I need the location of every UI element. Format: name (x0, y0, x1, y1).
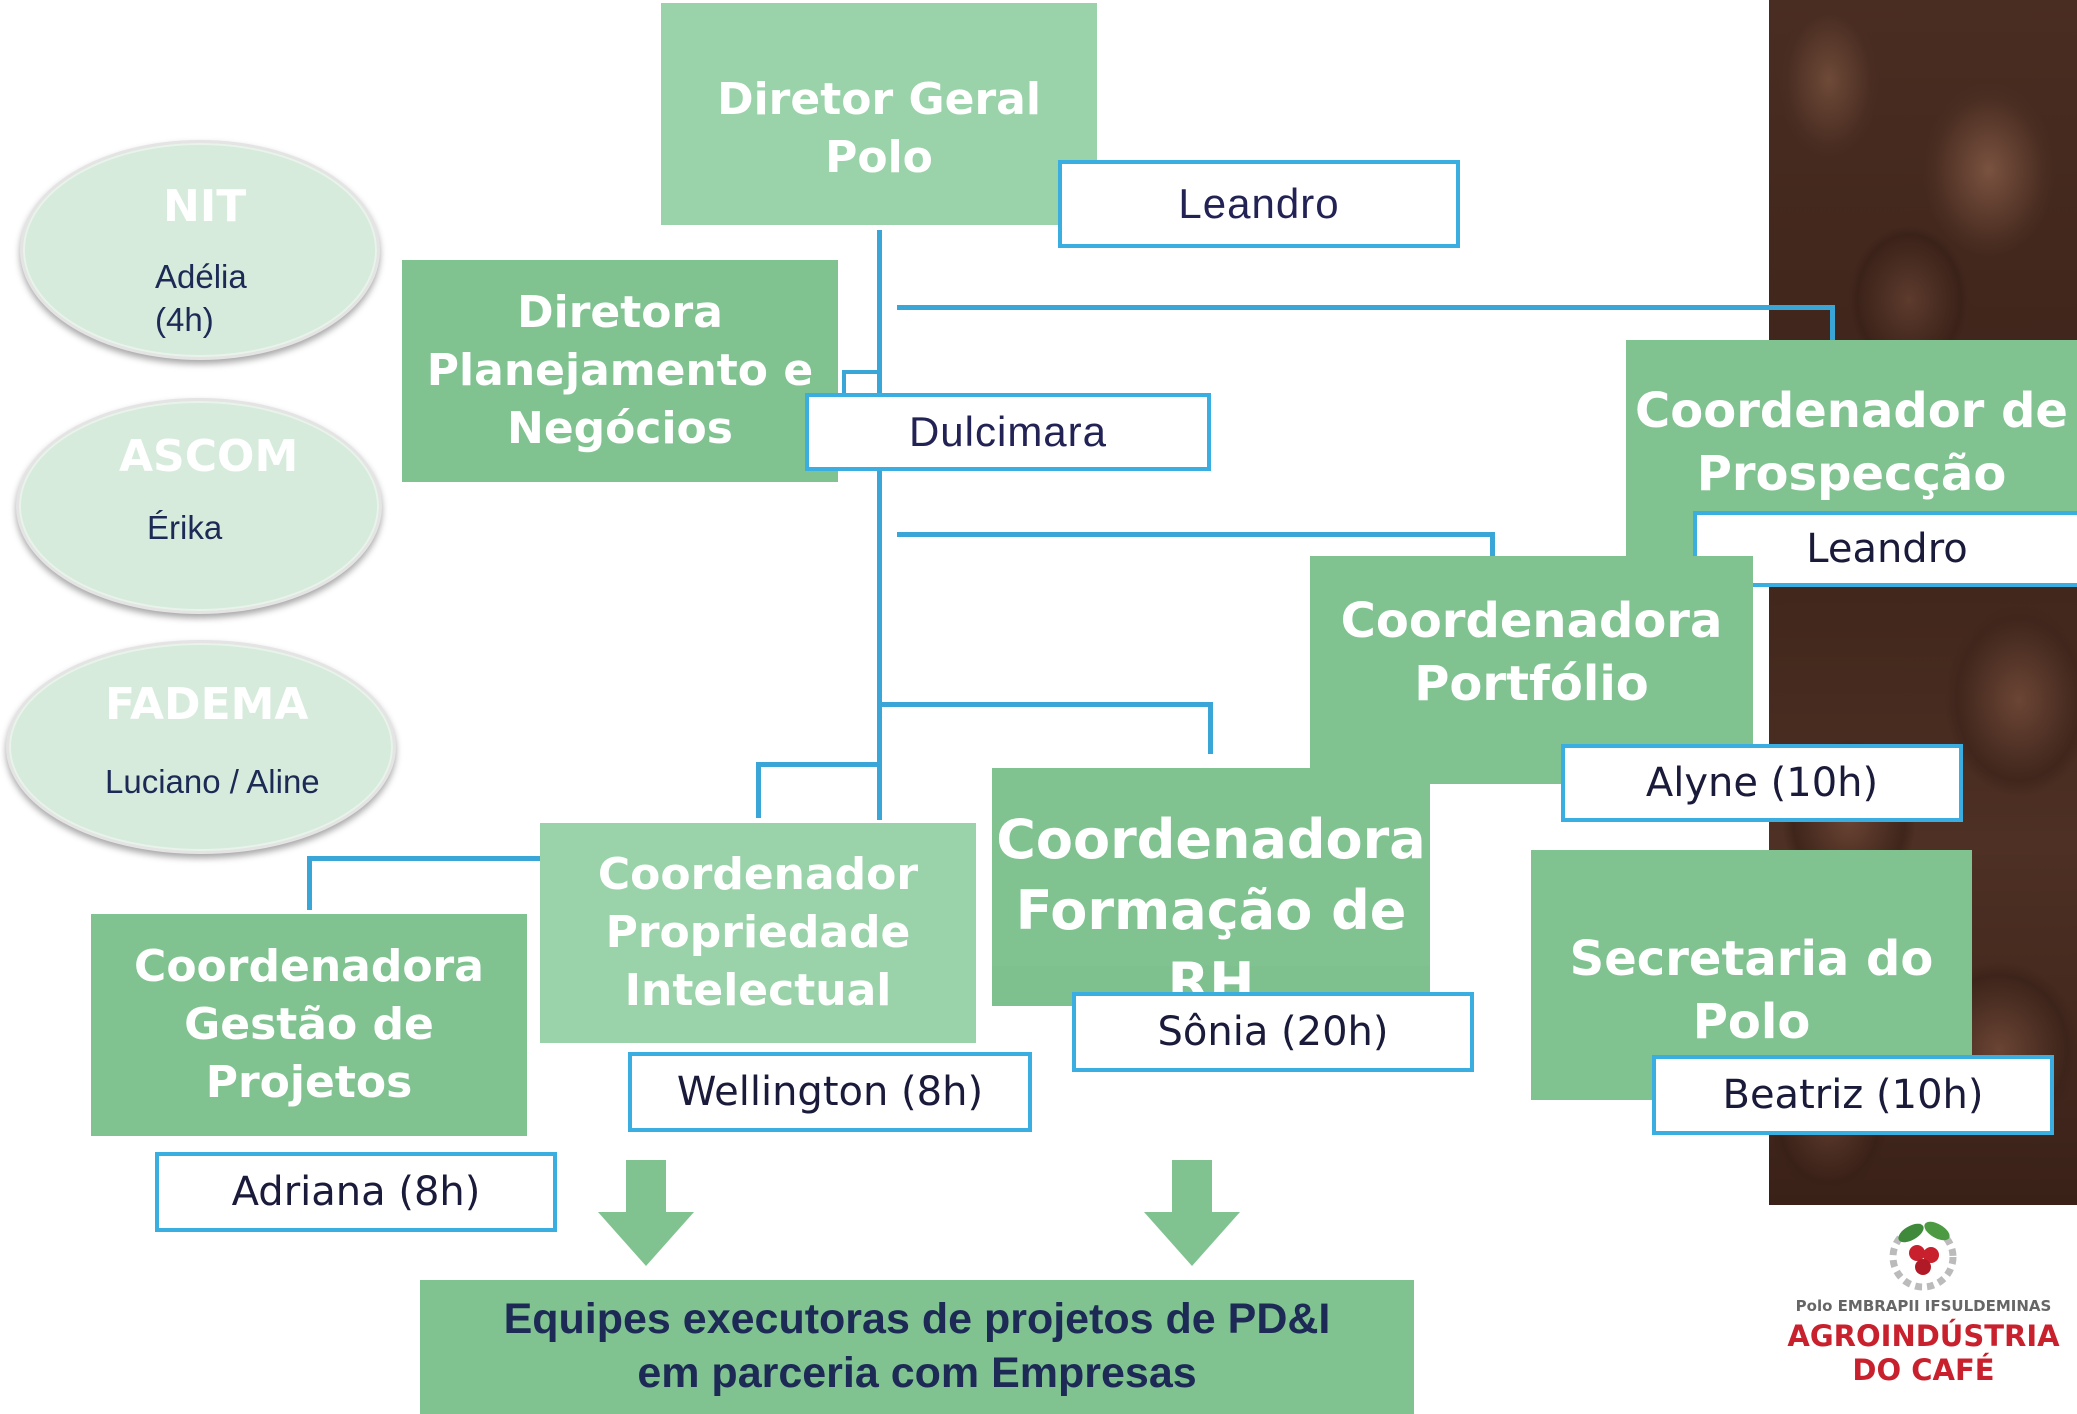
hr-line-2: Formação de RH (1015, 879, 1407, 1014)
coffee-gear-logo-icon (1889, 1221, 1957, 1291)
fadema-line-1: Luciano / Aline (105, 763, 320, 800)
ip-box: Coordenador Propriedade Intelectual (540, 823, 976, 1043)
nit-title: NIT (163, 181, 247, 232)
planning-name-text: Dulcimara (908, 408, 1108, 455)
nit-line-2: (4h) (155, 301, 214, 338)
director-general-title: Diretor Geral Polo (717, 74, 1041, 184)
planning-line-3: Negócios (507, 403, 733, 455)
director-general-box: Diretor Geral Polo (661, 3, 1097, 225)
director-general-name-text: Leandro (1178, 180, 1340, 227)
ip-name-text: Wellington (8h) (676, 1069, 984, 1115)
ip-line-1: Coordenador (597, 848, 919, 900)
arrow-down-icon (1144, 1160, 1240, 1266)
execution-teams-box: Equipes executoras de projetos de PD&I e… (420, 1280, 1414, 1414)
portfolio-line-1: Coordenadora (1340, 593, 1723, 649)
ascom-line-1: Érika (147, 509, 223, 546)
portfolio-name-text: Alyne (10h) (1645, 760, 1879, 806)
planning-director-name: Dulcimara (805, 393, 1211, 471)
nit-line-1: Adélia (155, 258, 247, 295)
logo-line-2: AGROINDÚSTRIA (1787, 1319, 2060, 1353)
teams-line-2: em parceria com Empresas (637, 1349, 1197, 1397)
ascom-title: ASCOM (119, 431, 299, 482)
prospection-name-text: Leandro (1806, 526, 1968, 572)
secretary-name-text: Beatriz (10h) (1722, 1072, 1984, 1118)
portfolio-line-2: Portfólio (1414, 656, 1649, 713)
nit-ellipse: NIT Adélia (4h) (20, 140, 380, 360)
portfolio-name: Alyne (10h) (1561, 744, 1963, 822)
fadema-title: FADEMA (105, 679, 309, 730)
projects-line-1: Coordenadora (134, 940, 484, 992)
polo-logo: Polo EMBRAPII IFSULDEMINAS AGROINDÚSTRIA… (1770, 1215, 2077, 1414)
ip-line-2: Propriedade (605, 906, 911, 958)
secretary-line-2: Polo (1692, 994, 1811, 1051)
ascom-ellipse: ASCOM Érika (16, 398, 382, 614)
secretary-name: Beatriz (10h) (1652, 1055, 2054, 1135)
hr-name-text: Sônia (20h) (1157, 1009, 1389, 1055)
hr-box: Coordenadora Formação de RH (992, 768, 1430, 1014)
logo-line-3: DO CAFÉ (1852, 1353, 1995, 1387)
fadema-ellipse: FADEMA Luciano / Aline (6, 640, 396, 854)
arrow-down-icon (598, 1160, 694, 1266)
prospection-name: Leandro (1693, 511, 2077, 587)
projects-name: Adriana (8h) (155, 1152, 557, 1232)
ip-name: Wellington (8h) (628, 1052, 1032, 1132)
director-general-name: Leandro (1058, 160, 1460, 248)
prospection-line-1: Coordenador de (1635, 383, 2068, 439)
secretary-line-1: Secretaria do (1569, 931, 1934, 987)
planning-line-1: Diretora (517, 286, 723, 338)
projects-box: Coordenadora Gestão de Projetos (91, 914, 527, 1136)
hr-line-1: Coordenadora (996, 808, 1426, 871)
teams-line-1: Equipes executoras de projetos de PD&I (503, 1295, 1331, 1344)
projects-line-2: Gestão de Projetos (184, 998, 434, 1109)
ip-line-3: Intelectual (624, 965, 892, 1017)
planning-line-2: Planejamento e (426, 344, 814, 396)
planning-director-box: Diretora Planejamento e Negócios (402, 260, 838, 482)
projects-name-text: Adriana (8h) (231, 1169, 481, 1215)
logo-line-1: Polo EMBRAPII IFSULDEMINAS (1795, 1297, 2052, 1315)
prospection-line-2: Prospecção (1696, 446, 2007, 503)
hr-name: Sônia (20h) (1072, 992, 1474, 1072)
